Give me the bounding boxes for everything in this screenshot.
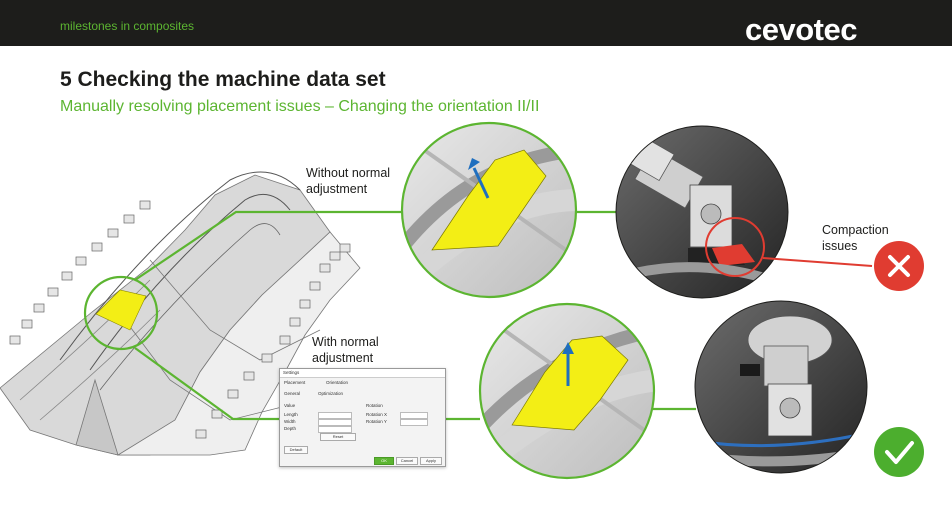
apply-button[interactable]: Apply [420,457,442,465]
zoom-with-normal [478,302,656,480]
zoom-robot-good [694,300,868,474]
row-length: Length [284,412,298,417]
length-field[interactable] [318,412,352,419]
label-without-normal: Without normal adjustment [306,166,391,196]
row-depth: Depth [284,426,297,431]
reset-button[interactable]: Reset [320,433,356,441]
depth-field[interactable] [318,426,352,433]
label-with-normal: With normal adjustment [312,335,379,365]
check-icon [874,427,924,477]
settings-dialog: Settings Placement Orientation General O… [279,368,446,467]
default-button[interactable]: Default [284,446,308,454]
label-compaction: Compaction issues [822,223,889,253]
rotation-x-field[interactable] [400,412,428,419]
dialog-title: Settings [280,369,445,378]
tab-orientation[interactable]: Orientation [326,380,349,385]
row-rotation-x: Rotation X [366,412,388,417]
top-bar: milestones in composites cevotec [0,0,952,47]
close-icon [874,241,924,291]
ok-button[interactable]: OK [374,457,394,465]
column-left: Value [284,403,296,408]
width-field[interactable] [318,419,352,426]
rotation-y-field[interactable] [400,419,428,426]
tab-optimization[interactable]: Optimization [318,391,344,396]
row-width: Width [284,419,296,424]
row-rotation-y: Rotation Y [366,419,387,424]
cancel-button[interactable]: Cancel [396,457,418,465]
cevotec-logo: cevotec [745,12,857,47]
zoom-robot-bad [615,125,873,299]
tab-placement[interactable]: Placement [284,380,306,385]
zoom-without-normal [400,121,578,299]
column-right: Rotation [366,403,383,408]
tab-general[interactable]: General [284,391,301,396]
slide-title: 5 Checking the machine data set [60,68,386,91]
slide-subtitle: Manually resolving placement issues – Ch… [60,98,540,115]
tool-model [0,171,361,456]
tagline: milestones in composites [60,19,195,33]
